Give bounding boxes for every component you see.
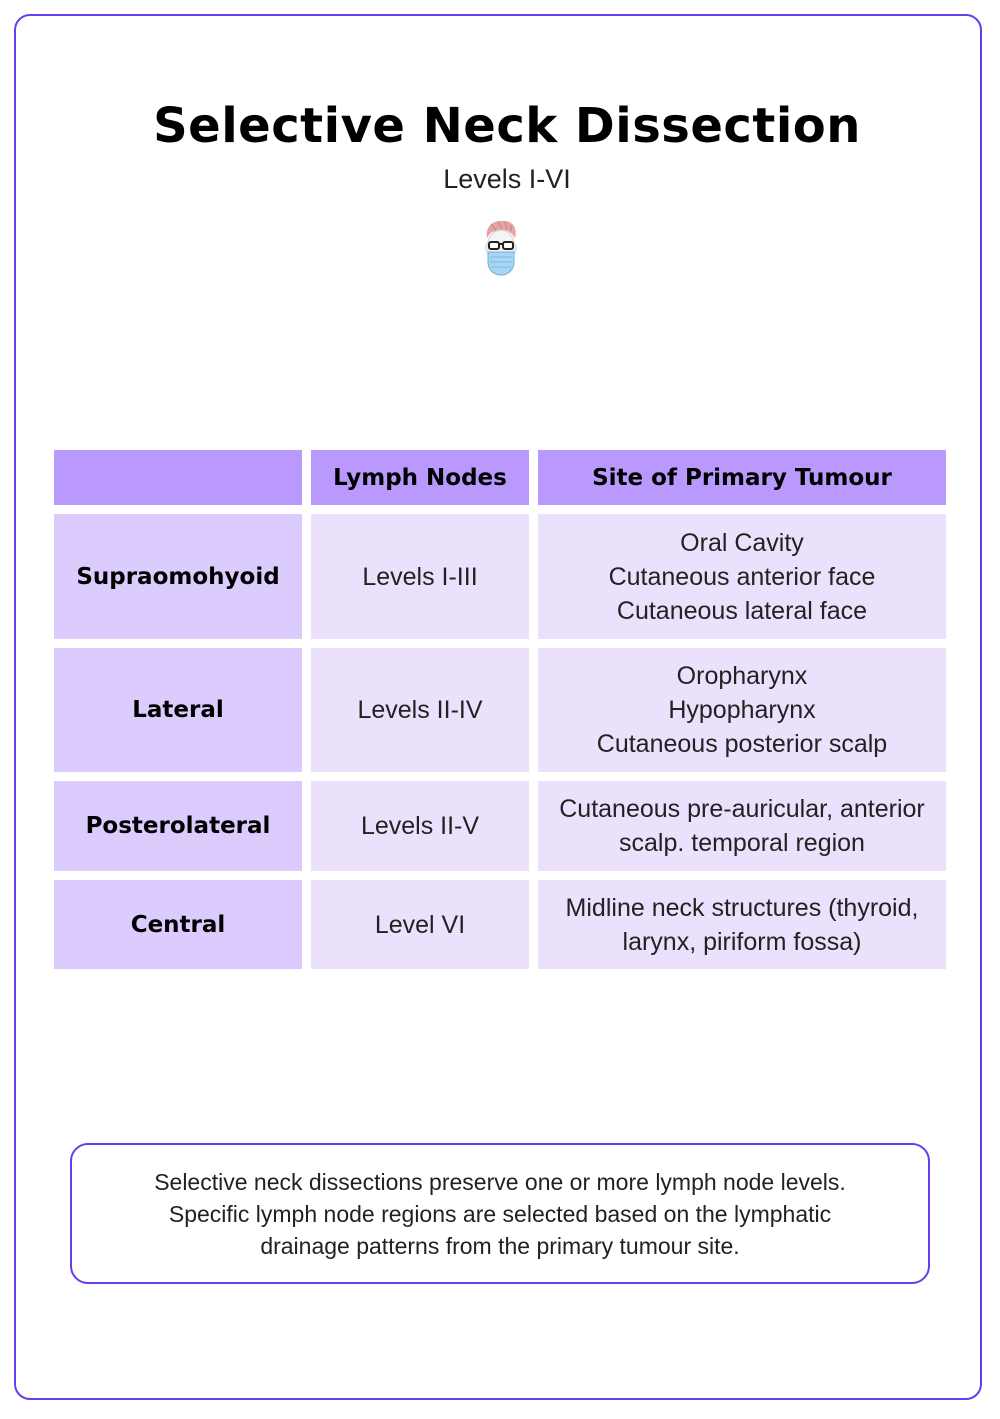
- site-item: Cutaneous posterior scalp: [596, 730, 888, 758]
- table-header-lymph-nodes: Lymph Nodes: [311, 450, 529, 505]
- summary-note-box: Selective neck dissections preserve one …: [70, 1143, 930, 1284]
- table-cell-sites: Midline neck structures (thyroid, larynx…: [538, 880, 946, 969]
- site-item: scalp. temporal region: [619, 829, 865, 857]
- table-cell-lymph-nodes: Levels II-V: [311, 781, 529, 871]
- lymph-nodes-value: Levels II-V: [360, 812, 480, 840]
- site-item: Hypopharynx: [668, 696, 816, 724]
- table-cell-sites: Oropharynx Hypopharynx Cutaneous posteri…: [538, 648, 946, 772]
- table-row-type: Posterolateral: [54, 781, 302, 871]
- site-item: Midline neck structures (thyroid,: [565, 893, 919, 922]
- table-cell-sites: Oral Cavity Cutaneous anterior face Cuta…: [538, 514, 946, 639]
- table-header-site-of-primary-tumour: Site of Primary Tumour: [538, 450, 946, 505]
- note-line: Specific lymph node regions are selected…: [168, 1200, 832, 1227]
- lymph-nodes-value: Levels II-IV: [357, 696, 483, 724]
- table-row-type: Lateral: [54, 648, 302, 772]
- masked-doctor-avatar-icon: [478, 218, 524, 278]
- table-cell-sites: Cutaneous pre-auricular, anterior scalp.…: [538, 781, 946, 871]
- lymph-nodes-value: Levels I-III: [362, 562, 478, 591]
- table-header-blank: [54, 450, 302, 505]
- table-cell-lymph-nodes: Levels I-III: [311, 514, 529, 639]
- site-item: Cutaneous pre-auricular, anterior: [559, 795, 925, 823]
- note-line: Selective neck dissections preserve one …: [154, 1168, 846, 1195]
- table-cell-lymph-nodes: Level VI: [311, 880, 529, 969]
- page-title: Selective Neck Dissection: [153, 98, 861, 154]
- site-item: Oropharynx: [676, 662, 808, 690]
- page-frame: [14, 14, 982, 1400]
- note-line: drainage patterns from the primary tumou…: [260, 1232, 740, 1259]
- page-subtitle: Levels I-VI: [443, 164, 571, 194]
- table-cell-lymph-nodes: Levels II-IV: [311, 648, 529, 772]
- lymph-nodes-value: Level VI: [374, 910, 466, 939]
- table-row-type: Supraomohyoid: [54, 514, 302, 639]
- site-item: Oral Cavity: [680, 528, 804, 557]
- table-row-type: Central: [54, 880, 302, 969]
- site-item: Cutaneous anterior face: [608, 562, 876, 591]
- site-item: larynx, piriform fossa): [622, 927, 862, 956]
- site-item: Cutaneous lateral face: [616, 596, 868, 625]
